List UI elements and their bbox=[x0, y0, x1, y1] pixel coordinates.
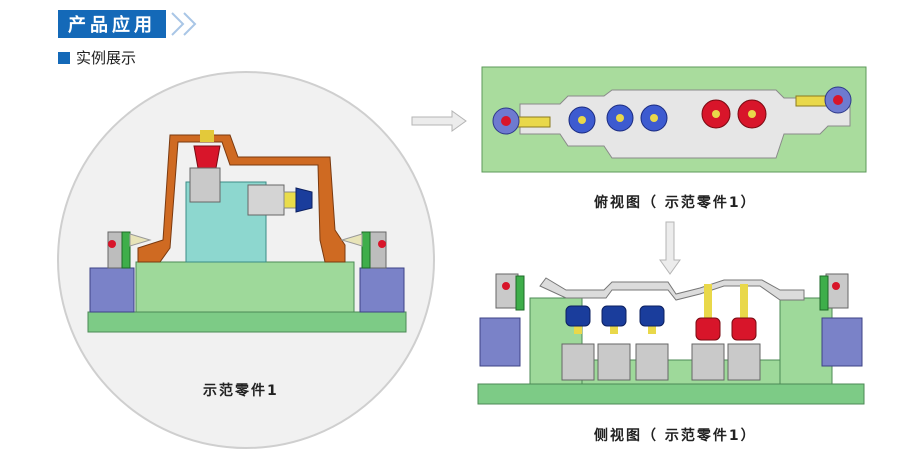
arrow-right-icon bbox=[411, 110, 467, 132]
fixture-closeup-circle bbox=[57, 71, 435, 449]
subsection-label: 实例展示 bbox=[76, 49, 137, 67]
arrow-down-icon bbox=[659, 221, 681, 275]
subsection-heading: 实例展示 bbox=[58, 47, 136, 68]
side-view-caption: 侧视图（ 示范零件1） bbox=[594, 428, 757, 444]
chevron-right-icon bbox=[171, 12, 197, 36]
square-bullet-icon bbox=[58, 51, 70, 64]
top-view-caption: 俯视图（ 示范零件1） bbox=[594, 195, 757, 211]
top-view-panel bbox=[481, 66, 867, 173]
section-title: 产品应用 bbox=[58, 10, 166, 38]
side-view-panel bbox=[477, 273, 865, 405]
circle-caption: 示范零件1 bbox=[203, 383, 279, 399]
